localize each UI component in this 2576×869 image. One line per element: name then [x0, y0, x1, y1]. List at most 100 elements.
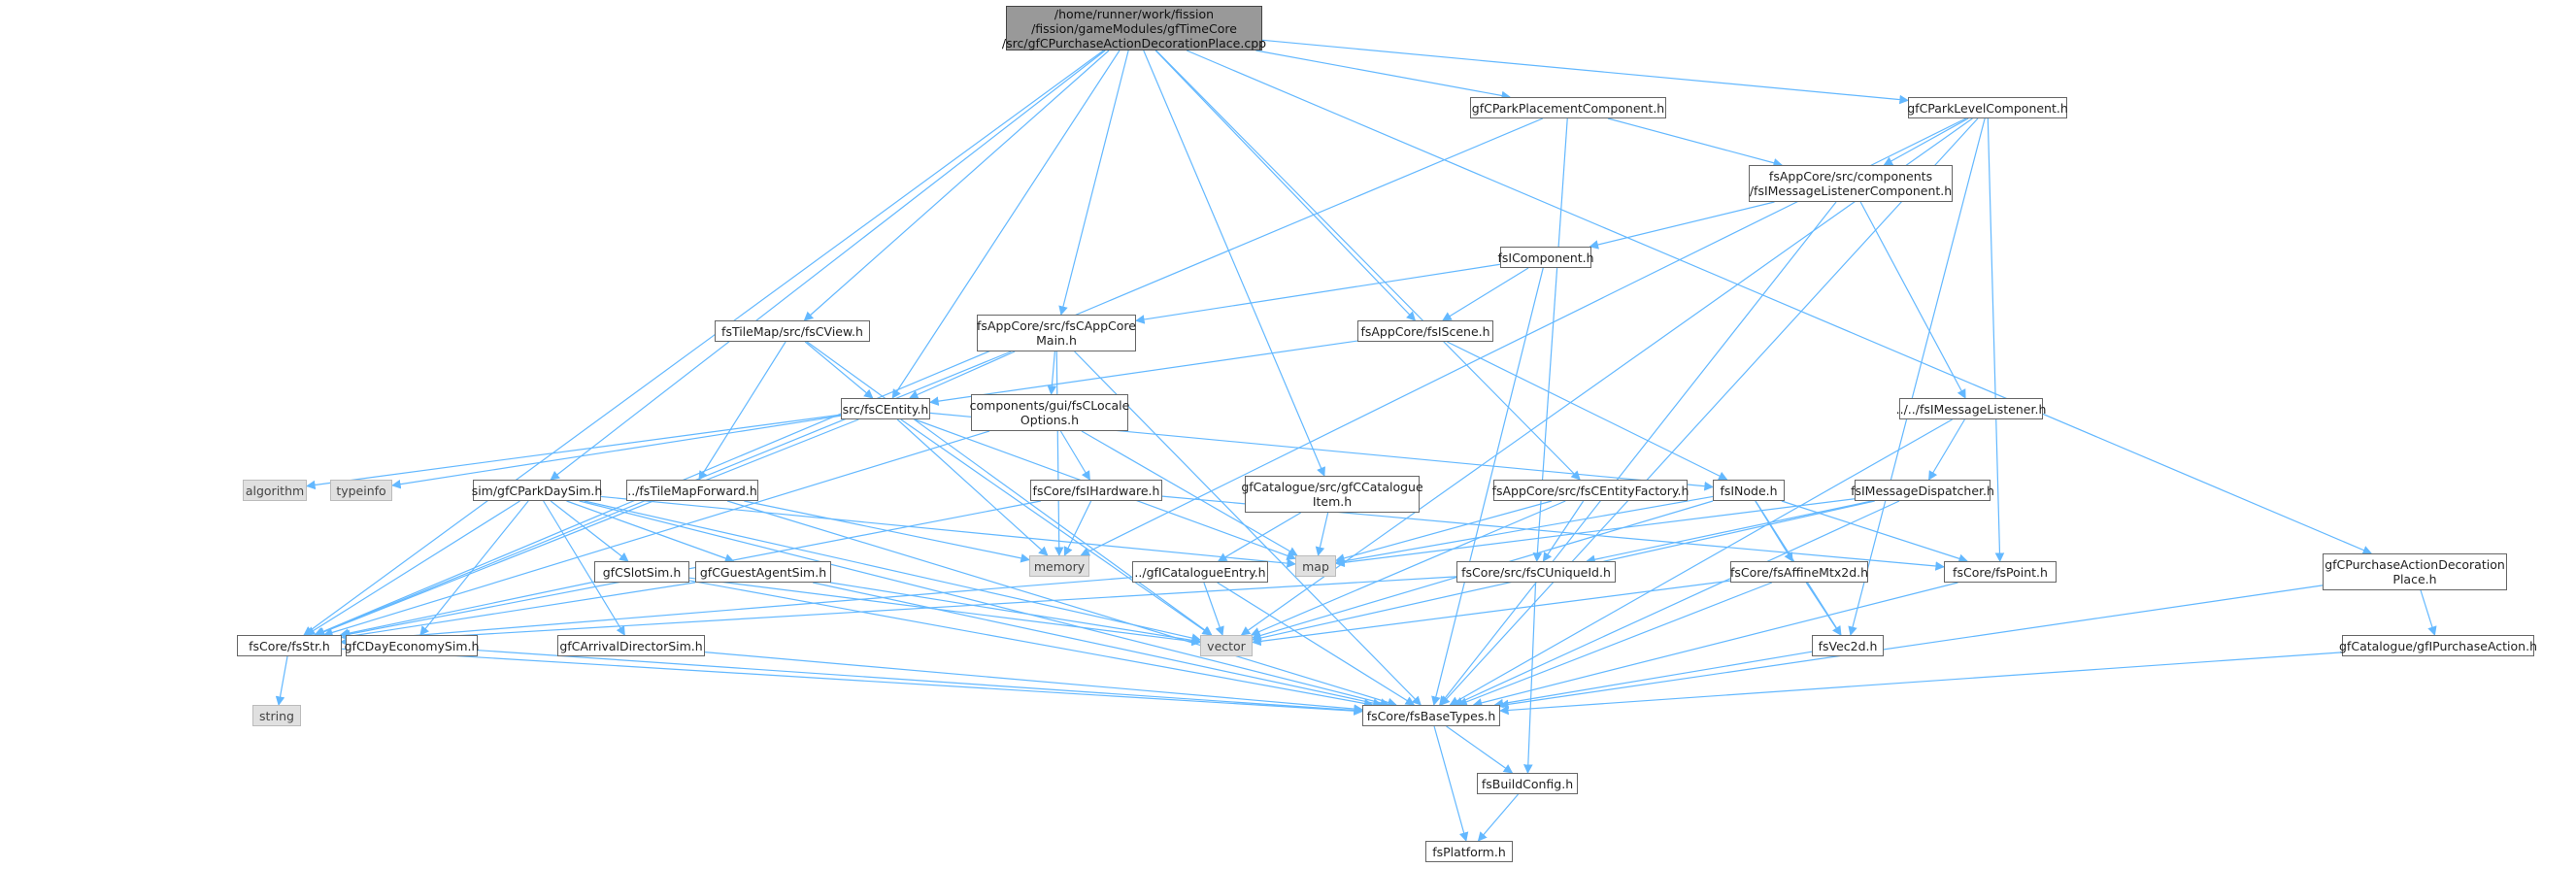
node-build-config[interactable]: fsBuildConfig.h [1477, 773, 1578, 794]
edge-locale-to-ihardware [1059, 430, 1090, 481]
edge-purchAction-to-baseTypes [1499, 652, 2343, 716]
edge-parkPlacement-to-fsstr [314, 117, 1544, 637]
edge-buildConfig-to-platform [1477, 793, 1520, 842]
edge-affine-to-vec2d [1805, 582, 1842, 636]
edge-icomponent-to-baseTypes [1431, 267, 1544, 706]
edge-root-to-fsstr [303, 50, 1104, 636]
edge-msgDispatcher-to-uniqueId [1586, 500, 1873, 564]
node-catalogue-entry[interactable]: ../gfICatalogueEntry.h [1132, 561, 1268, 583]
node-map[interactable]: map [1295, 555, 1336, 577]
edge-fsstr-to-string [275, 655, 288, 706]
node-unique-id[interactable]: fsCore/src/fsCUniqueId.h [1456, 561, 1616, 583]
edge-centity-to-algorithm [306, 414, 842, 490]
edge-catItem-to-catEntry [1217, 512, 1302, 562]
edge-centity-to-vector [900, 418, 1212, 636]
node-fs-str[interactable]: fsCore/fsStr.h [237, 635, 342, 656]
node-entity-factory[interactable]: fsAppCore/src/fsCEntityFactory.h [1492, 480, 1689, 501]
node-guest-agent-sim[interactable]: gfCGuestAgentSim.h [695, 561, 831, 583]
edge-msgListener-to-baseTypes [1449, 418, 1953, 706]
node-root-file[interactable]: /home/runner/work/fission /fission/gameM… [1001, 6, 1267, 50]
node-appcore-main[interactable]: fsAppCore/src/fsCAppCore Main.h [977, 315, 1136, 351]
edge-parkDaySim-to-slotSim [550, 500, 629, 562]
edge-entityFactory-to-map [1335, 500, 1553, 563]
node-icomponent[interactable]: fsIComponent.h [1497, 247, 1594, 268]
edge-slotSim-to-baseTypes [688, 580, 1374, 709]
node-locale-options[interactable]: components/gui/fsCLocale Options.h [970, 394, 1129, 431]
node-inode[interactable]: fsINode.h [1713, 480, 1785, 501]
edge-appMain-to-memory [1054, 351, 1064, 556]
edge-parkLevel-to-vec2d [1848, 117, 1986, 636]
edge-tileFwd-to-baseTypes [726, 500, 1397, 708]
node-base-types[interactable]: fsCore/fsBaseTypes.h [1362, 705, 1500, 726]
node-park-placement-component[interactable]: gfCParkPlacementComponent.h [1470, 97, 1666, 118]
edge-parkLevel-to-vector [1240, 117, 1973, 636]
edge-daySim-to-baseTypes [477, 650, 1363, 716]
edge-slotSim-to-vector [688, 577, 1201, 647]
edge-root-to-centity [891, 50, 1121, 399]
node-platform[interactable]: fsPlatform.h [1425, 841, 1513, 862]
node-typeinfo[interactable]: typeinfo [330, 480, 392, 501]
node-algorithm[interactable]: algorithm [243, 480, 307, 501]
edge-root-to-appMain [1058, 50, 1129, 316]
edge-appMain-to-baseTypes [1074, 351, 1422, 706]
edge-fsstr-to-baseTypes [341, 648, 1363, 716]
edge-affine-to-vector [1252, 580, 1731, 647]
node-arrival-director-sim[interactable]: gfCArrivalDirectorSim.h [557, 635, 705, 656]
node-tilemap-forward[interactable]: ../fsTileMapForward.h [626, 480, 758, 501]
node-vec2d[interactable]: fsVec2d.h [1812, 635, 1884, 656]
node-centity[interactable]: src/fsCEntity.h [841, 398, 930, 419]
edge-guestSim-to-baseTypes [813, 582, 1383, 708]
node-message-dispatcher[interactable]: fsIMessageDispatcher.h [1851, 480, 1994, 501]
edge-iscene-to-inode [1447, 341, 1728, 481]
edge-parkDaySim-to-arrival [543, 500, 625, 636]
edge-tileFwd-to-memory [744, 500, 1030, 563]
edge-vec2d-to-baseTypes [1493, 651, 1813, 709]
edge-parkDaySim-to-fsstr [305, 500, 520, 636]
edge-iscene-to-centity [929, 340, 1358, 406]
node-string[interactable]: string [252, 705, 301, 726]
node-purchase-action[interactable]: gfCatalogue/gfIPurchaseAction.h [2339, 635, 2537, 656]
edge-root-to-iscene [1154, 50, 1417, 321]
edge-parkPlacement-to-msgListenerComp [1607, 117, 1784, 168]
edge-parkDaySim-to-guestSim [566, 500, 735, 563]
edge-msgDispatcher-to-baseTypes [1454, 500, 1900, 706]
node-message-listener[interactable]: ../../fsIMessageListener.h [1896, 398, 2046, 419]
edge-inode-to-map [1335, 495, 1714, 566]
node-affine-mtx2d[interactable]: fsCore/fsAffineMtx2d.h [1730, 561, 1868, 583]
edge-parkLevel-to-msgListenerComp [1883, 117, 1969, 166]
node-park-day-sim[interactable]: sim/gfCParkDaySim.h [472, 480, 602, 501]
edge-catEntry-to-fsstr [341, 577, 1133, 646]
node-iscene[interactable]: fsAppCore/fsIScene.h [1357, 320, 1493, 342]
edge-root-to-parkLevel [1261, 39, 1909, 105]
edge-root-to-catItem [1143, 50, 1325, 477]
edge-icomponent-to-appMain [1135, 263, 1501, 324]
edge-parkDaySim-to-map [600, 495, 1296, 568]
edge-slotSim-to-fsstr [339, 581, 595, 638]
edge-entityFactory-to-uniqueId [1542, 500, 1585, 562]
edge-catItem-to-map [1315, 512, 1329, 556]
edge-tileView-to-centity [804, 341, 874, 399]
node-tilemap-view[interactable]: fsTileMap/src/fsCView.h [715, 320, 870, 342]
edge-entityFactory-to-vector [1250, 500, 1566, 637]
node-memory[interactable]: memory [1029, 555, 1089, 577]
edge-locale-to-map [1081, 430, 1298, 556]
node-message-listener-component[interactable]: fsAppCore/src/components /fsIMessageList… [1749, 165, 1953, 202]
edge-guestSim-to-vector [829, 582, 1201, 646]
node-ihardware[interactable]: fsCore/fsIHardware.h [1030, 480, 1162, 501]
node-purchase-action-decoration-place[interactable]: gfCPurchaseActionDecoration Place.h [2323, 553, 2507, 590]
edge-purchPlace-to-baseTypes [1499, 585, 2324, 710]
edge-tileView-to-tileFwd [698, 341, 786, 481]
edge-inode-to-point [1781, 500, 1968, 563]
edge-msgListenerComp-to-icomponent [1589, 201, 1775, 250]
edge-guestSim-to-fsstr [341, 582, 696, 642]
node-point[interactable]: fsCore/fsPoint.h [1944, 561, 2057, 583]
node-vector[interactable]: vector [1200, 635, 1253, 656]
node-park-level-component[interactable]: gfCParkLevelComponent.h [1907, 97, 2068, 118]
edge-appMain-to-centity [908, 351, 1016, 399]
edge-icomponent-to-iscene [1442, 267, 1529, 321]
node-day-economy-sim[interactable]: gfCDayEconomySim.h [345, 635, 479, 656]
edge-root-to-purchPlace [1186, 50, 2373, 555]
node-catalogue-item[interactable]: gfCatalogue/src/gfCCatalogue Item.h [1241, 476, 1423, 513]
node-slot-sim[interactable]: gfCSlotSim.h [594, 561, 689, 583]
